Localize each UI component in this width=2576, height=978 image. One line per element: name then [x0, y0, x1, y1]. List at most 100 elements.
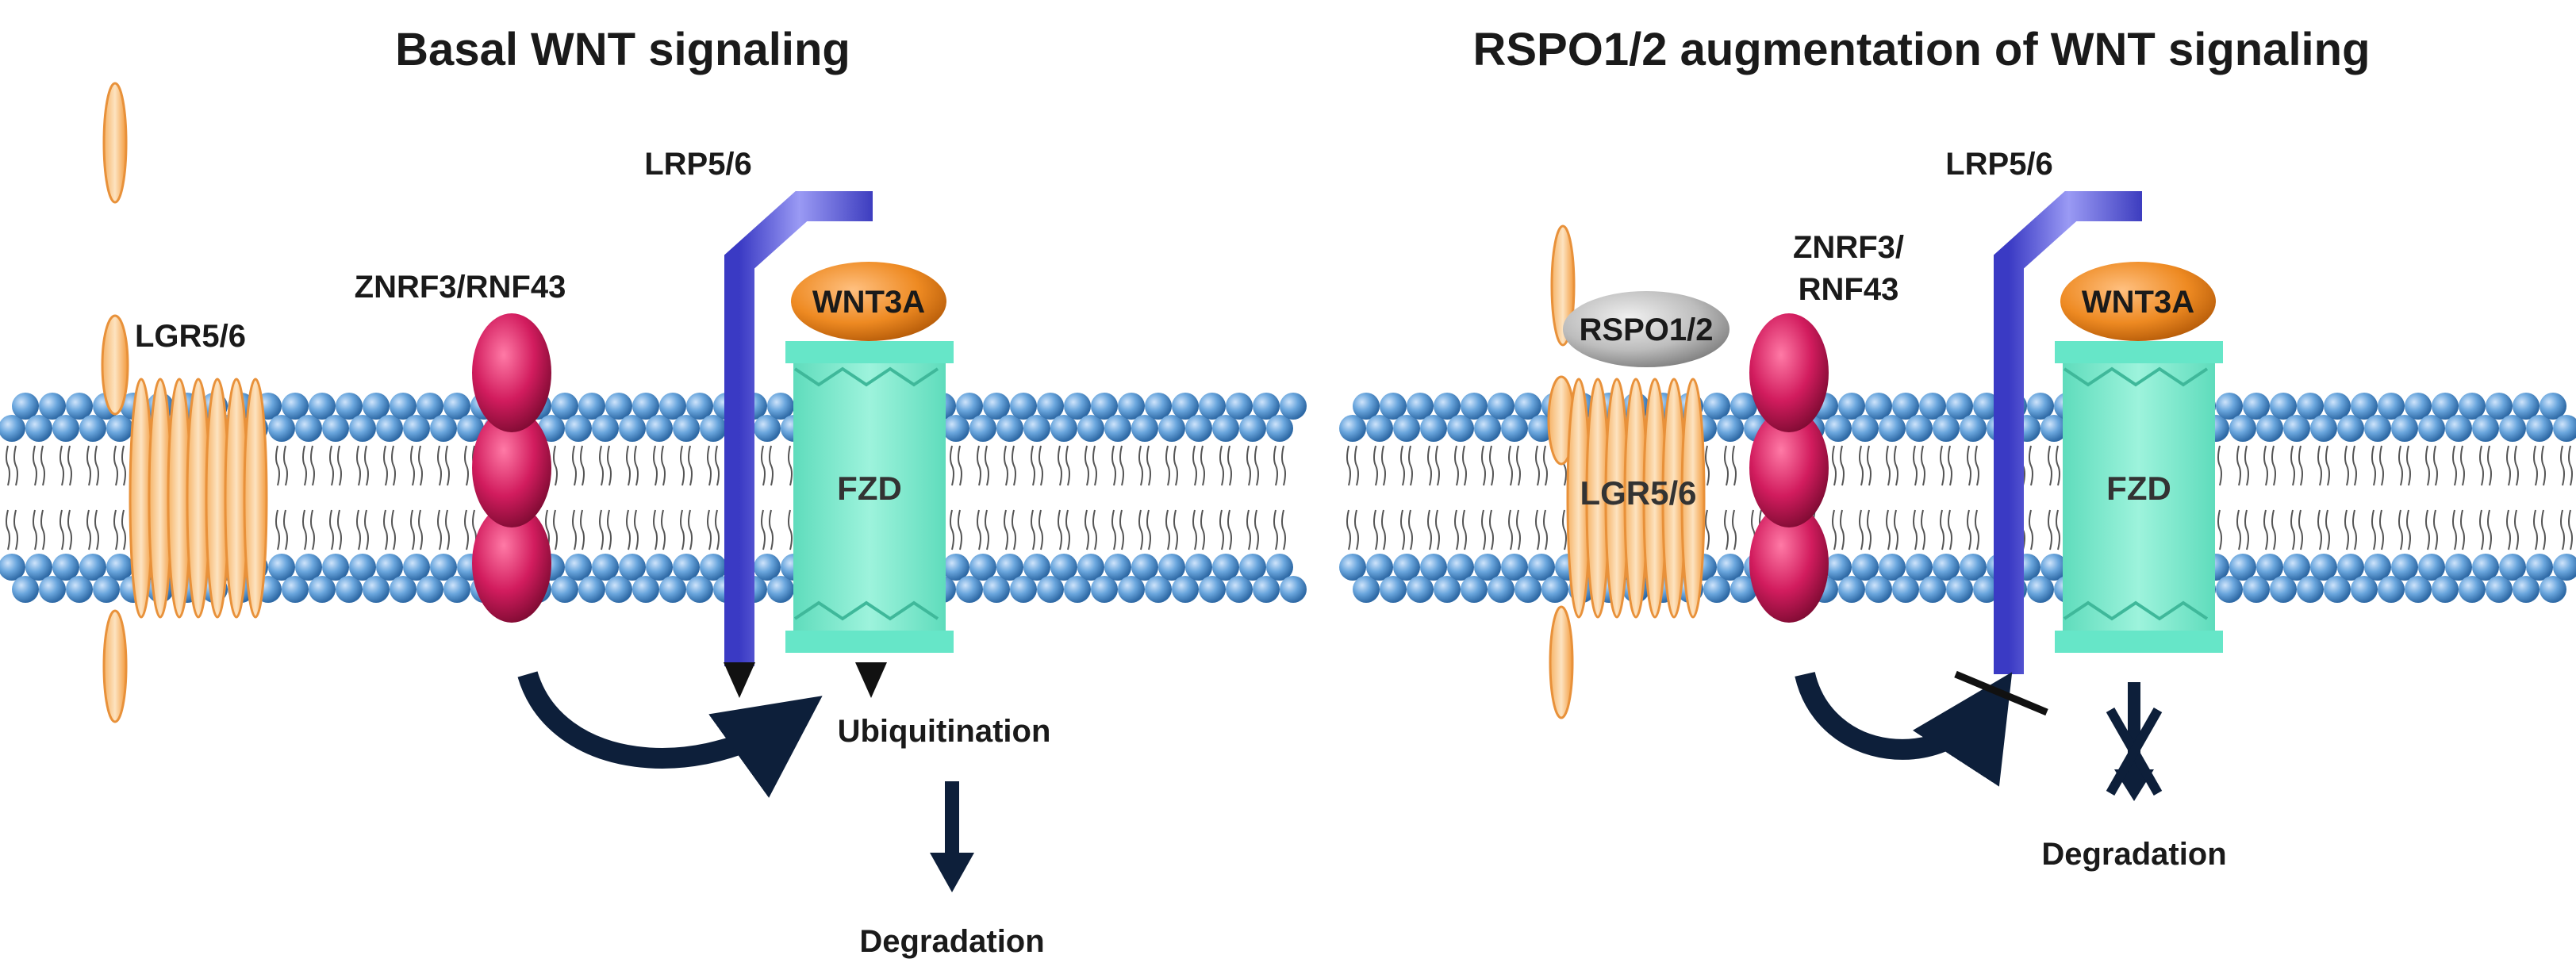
lipid-head	[2540, 576, 2566, 603]
lipid-head	[1199, 576, 1226, 603]
lipid-tail	[283, 509, 288, 550]
lipid-tail	[553, 445, 558, 486]
lipid-head	[592, 415, 619, 442]
panel-right: LGR5/6 RSPO1/2 ZNRF3/ RNF43 LRP5/6 FZD W…	[1547, 147, 2227, 872]
lipid-tail	[2048, 509, 2052, 550]
lipid-head	[1212, 554, 1239, 581]
lipid-tail	[653, 445, 658, 486]
lipid-head	[969, 554, 996, 581]
lipid-tail	[418, 445, 423, 486]
lipid-tail	[2317, 445, 2322, 486]
lipid-tail	[2325, 509, 2330, 550]
lipid-head	[1199, 393, 1226, 420]
lipid-tail	[626, 445, 631, 486]
lipid-tail	[1138, 509, 1143, 550]
lipid-tail	[958, 509, 962, 550]
lipid-tail	[2298, 509, 2303, 550]
lipid-head	[2499, 554, 2526, 581]
lipid-head	[2364, 415, 2391, 442]
lipid-tail	[761, 509, 766, 550]
lipid-head	[700, 415, 727, 442]
lipid-tail	[1508, 509, 1513, 550]
lipid-head	[2270, 576, 2297, 603]
lipid-head	[1010, 576, 1037, 603]
lipid-head	[12, 393, 39, 420]
lipid-tail	[1354, 509, 1359, 550]
lipid-head	[2553, 554, 2576, 581]
lipid-head	[1239, 415, 1266, 442]
lipid-tail	[418, 509, 423, 550]
lipid-tail	[13, 509, 18, 550]
lipid-head	[1037, 393, 1064, 420]
lipid-tail	[1408, 445, 1413, 486]
lipid-head	[578, 576, 605, 603]
lipid-head	[942, 554, 969, 581]
lipid-head	[1501, 554, 1528, 581]
lipid-head	[2472, 554, 2499, 581]
lipid-head	[1353, 393, 1380, 420]
lipid-tail	[391, 445, 396, 486]
lgr-label-right: LGR5/6	[1580, 474, 1696, 512]
fzd-ubiquitin-marker-left	[855, 662, 887, 698]
lipid-tail	[977, 509, 981, 550]
lipid-tail	[580, 509, 585, 550]
lipid-tail	[2398, 445, 2403, 486]
lipid-tail	[1058, 445, 1062, 486]
lipid-tail	[1967, 445, 1971, 486]
lipid-tail	[1967, 509, 1971, 550]
lipid-tail	[1165, 445, 1170, 486]
lipid-head	[1501, 415, 1528, 442]
lipid-tail	[1886, 445, 1891, 486]
lipid-tail	[1489, 509, 1494, 550]
lipid-head	[1172, 393, 1199, 420]
lipid-head	[1118, 576, 1145, 603]
lipid-tail	[1886, 509, 1891, 550]
lipid-head	[2270, 393, 2297, 420]
lipid-tail	[1867, 509, 1872, 550]
lipid-tail	[1012, 509, 1016, 550]
lipid-head	[457, 415, 484, 442]
lipid-tail	[2398, 509, 2403, 550]
lipid-head	[430, 554, 457, 581]
lipid-head	[0, 554, 25, 581]
lipid-tail	[2568, 509, 2573, 550]
lipid-tail	[985, 445, 989, 486]
lipid-head	[349, 415, 376, 442]
lipid-head	[646, 415, 673, 442]
lipid-head	[295, 415, 322, 442]
lipid-tail	[1146, 445, 1151, 486]
lipid-tail	[1031, 445, 1035, 486]
lgr-receptor-left	[101, 82, 268, 723]
lipid-head	[25, 554, 52, 581]
lipid-tail	[329, 509, 334, 550]
lipid-head	[2513, 576, 2540, 603]
lipid-head	[646, 554, 673, 581]
lipid-tail	[1975, 509, 1979, 550]
lipid-head	[2324, 393, 2351, 420]
lipid-head	[1447, 415, 1474, 442]
lgr-transmembrane-helix	[1680, 378, 1706, 619]
lipid-head	[1488, 576, 1515, 603]
lipid-head	[0, 415, 25, 442]
lipid-tail	[356, 445, 361, 486]
lipid-tail	[1508, 445, 1513, 486]
lipid-tail	[1381, 509, 1386, 550]
lipid-tail	[437, 445, 442, 486]
panel-right-title: RSPO1/2 augmentation of WNT signaling	[1472, 24, 2370, 75]
znrf3-label-right-line1: ZNRF3/	[1793, 230, 1904, 265]
lipid-tail	[1038, 509, 1043, 550]
lipid-head	[2459, 393, 2486, 420]
lipid-tail	[2460, 445, 2465, 486]
lipid-tail	[2433, 445, 2438, 486]
lipid-head	[79, 554, 106, 581]
lipid-tail	[1913, 509, 1918, 550]
lipid-head	[1091, 393, 1118, 420]
lipid-head	[1172, 576, 1199, 603]
lipid-tail	[1859, 509, 1864, 550]
lipid-head	[1879, 554, 1906, 581]
lipid-head	[1077, 554, 1104, 581]
lipid-tail	[2263, 509, 2268, 550]
lipid-tail	[1004, 509, 1008, 550]
lipid-tail	[1065, 445, 1070, 486]
